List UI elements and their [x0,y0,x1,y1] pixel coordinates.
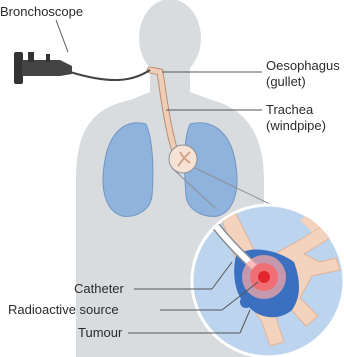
label-trachea-sub: (windpipe) [266,118,326,134]
magnified-view [192,204,344,357]
label-catheter: Catheter [74,281,124,297]
bronchoscope-cable [70,70,150,80]
label-oesophagus-sub: (gullet) [266,74,306,90]
radioactive-source [258,271,270,283]
head [139,0,201,77]
label-tumour: Tumour [78,325,122,341]
bronchoscope-device [14,52,72,84]
label-trachea: Trachea [266,102,313,118]
leader-bronchoscope [56,20,68,52]
label-bronchoscope: Bronchoscope [0,4,83,20]
label-oesophagus: Oesophagus [266,58,340,74]
label-radioactive-source: Radioactive source [8,302,119,318]
tumour-nodule [240,296,252,308]
scope-knob [28,52,34,62]
scope-body [22,60,72,76]
scope-eyepiece [14,52,23,84]
scope-port [46,54,50,62]
